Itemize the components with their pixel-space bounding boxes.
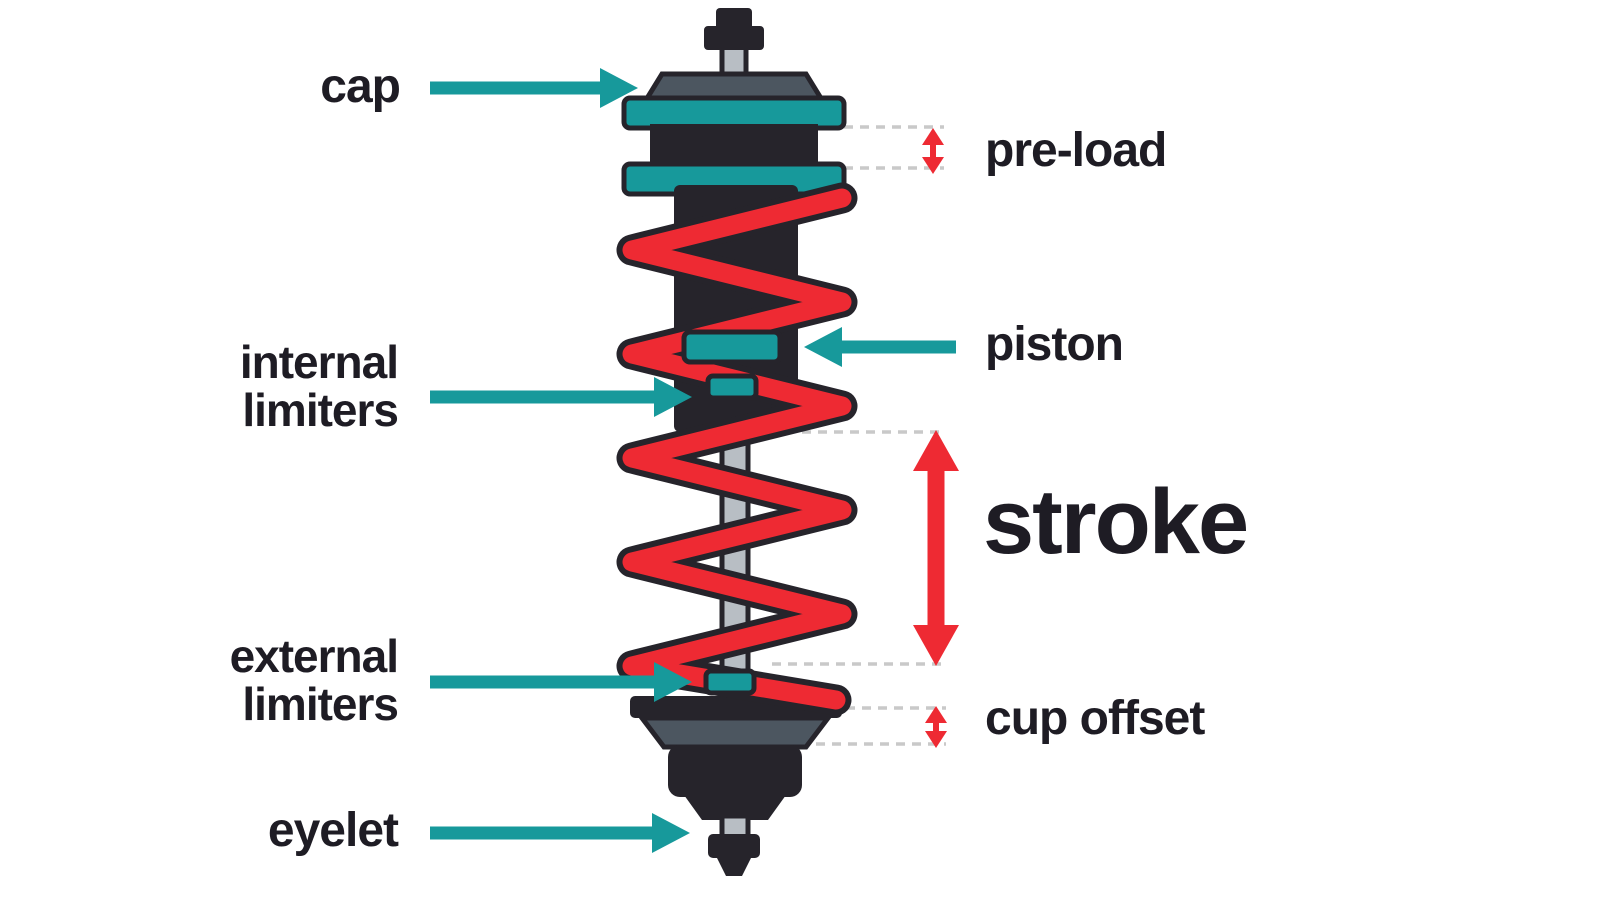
external-limiters-arrow <box>430 662 692 702</box>
top-cap-nut <box>716 8 752 30</box>
lower-mount-body <box>668 745 802 797</box>
stroke-label: stroke <box>983 471 1249 573</box>
eyelet-body <box>708 834 760 858</box>
preload-measure-arrow <box>922 128 944 174</box>
external-limiters-label-line1: external <box>229 630 399 682</box>
cap-label: cap <box>320 60 401 113</box>
piston-arrow <box>804 327 956 367</box>
external-limiters-label-line2: limiters <box>242 678 399 730</box>
external-limiters-label: external limiters <box>140 630 399 730</box>
coil-spring <box>622 188 852 710</box>
eyelet-label: eyelet <box>267 804 399 857</box>
external-limiter <box>703 668 757 696</box>
preload-label: pre-load <box>985 124 1167 177</box>
cup-offset-label: cup offset <box>985 692 1205 745</box>
internal-limiters-label-line2: limiters <box>242 384 399 436</box>
internal-limiters-label-line1: internal <box>239 336 399 388</box>
lower-mount-taper <box>684 795 786 820</box>
cup-offset-measure-arrow <box>925 706 947 748</box>
cap-arrow <box>430 68 638 108</box>
top-nut <box>704 26 764 50</box>
dashed-guides <box>772 125 946 746</box>
piston-label: piston <box>985 318 1124 371</box>
internal-limiter <box>705 373 759 401</box>
preload-collar-upper <box>621 95 847 131</box>
piston <box>681 329 783 365</box>
internal-limiters-label: internal limiters <box>140 336 399 436</box>
stroke-measure-arrow <box>913 430 959 666</box>
eyelet-tip <box>716 856 752 876</box>
internal-limiters-arrow <box>430 377 692 417</box>
eyelet-arrow <box>430 813 690 853</box>
lower-cup <box>636 715 834 750</box>
shock-absorber <box>616 8 858 876</box>
